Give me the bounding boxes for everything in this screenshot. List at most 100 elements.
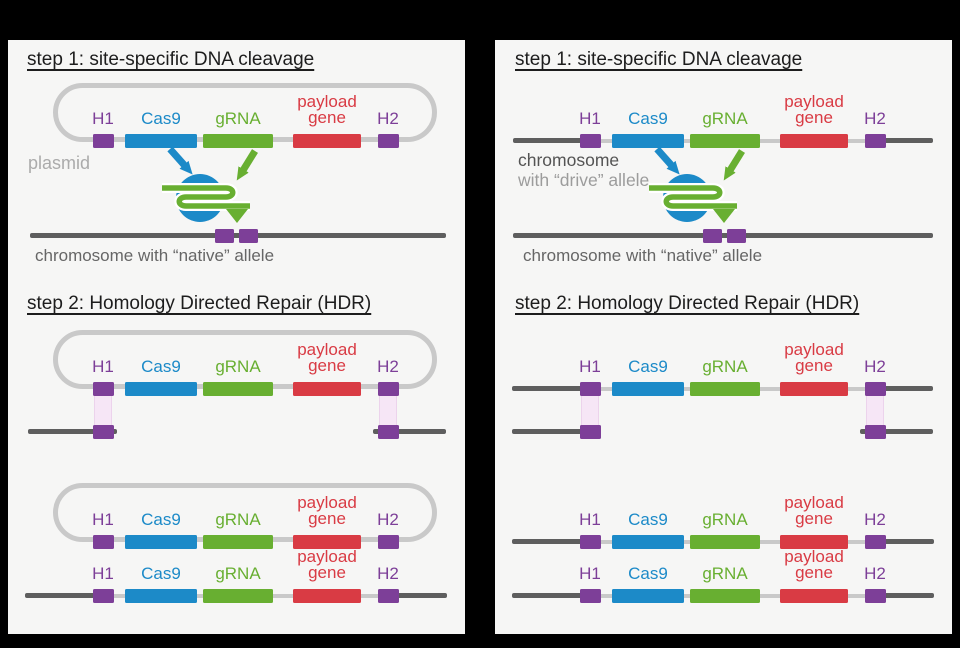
h2-label: H2 [377,510,399,529]
cas9-block [125,589,197,603]
grna-block [203,589,273,603]
cas9-label: Cas9 [141,510,181,529]
grna-block [690,134,760,148]
grna-label: gRNA [215,357,261,376]
h1-label: H1 [579,109,601,128]
chromosome-line [373,429,446,434]
cas9-label: Cas9 [628,510,668,529]
grna-block [203,134,273,148]
h1-block [93,382,114,396]
cas9-block [612,134,684,148]
chromosome-line [876,539,934,544]
cas9-protein-icon [649,146,745,223]
chromosome-line [30,233,446,238]
chromosome-line [860,429,933,434]
grna-label: gRNA [702,357,748,376]
h2-label: H2 [864,109,886,128]
h1-label: H1 [579,357,601,376]
grna-label: gRNA [702,564,748,583]
h2-block [378,535,399,549]
h2-label: H2 [377,564,399,583]
step1-title: step 1: site-specific DNA cleavage [515,49,803,70]
h1-label: H1 [92,564,114,583]
step2-title: step 2: Homology Directed Repair (HDR) [27,293,372,314]
cas9-label: Cas9 [628,109,668,128]
cleavage-site-triangle-icon [713,209,735,223]
h2-block [378,589,399,603]
cas9-label: Cas9 [141,357,181,376]
h1-label: H1 [92,109,114,128]
grna-label: gRNA [702,510,748,529]
chromosome-line [389,593,447,598]
grna-block [690,535,760,549]
payload-gene-block [780,134,848,148]
cas9-block [125,382,197,396]
h1-stub-block [93,425,114,439]
h1-block [580,589,601,603]
grna-block [203,535,273,549]
h2-label: H2 [864,564,886,583]
h1-block [93,589,114,603]
native-allele-label: chromosome with “native” allele [523,246,763,265]
payload-gene-block [293,382,361,396]
grna-block [690,589,760,603]
chromosome-line [512,539,590,544]
h1-block [93,535,114,549]
payload-gene-block [780,382,848,396]
cas9-arrow-icon [654,146,680,175]
h2-stub-block [378,425,399,439]
native-allele-block [215,229,234,243]
payload-gene-block [780,535,848,549]
h1-stub-block [580,425,601,439]
h2-label: H2 [864,510,886,529]
cas9-arrow-icon [167,146,193,175]
native-allele-block [727,229,746,243]
h2-label: H2 [377,109,399,128]
chromosome-label: chromosome [518,150,620,170]
h2-block [865,589,886,603]
cas9-label: Cas9 [141,564,181,583]
h1-block [93,134,114,148]
grna-block [203,382,273,396]
chromosome-line [512,593,590,598]
cas9-label: Cas9 [141,109,181,128]
cas9-block [125,134,197,148]
h2-label: H2 [864,357,886,376]
chromosome-line [876,386,933,391]
chromosome-line [876,138,933,143]
cas9-protein-icon [162,146,258,223]
grna-block [690,382,760,396]
drive-allele-label: with “drive” allele [518,170,650,190]
chromosome-line [512,386,590,391]
h1-label: H1 [92,357,114,376]
step2-title: step 2: Homology Directed Repair (HDR) [515,293,860,314]
h1-block [580,134,601,148]
chromosome-line [513,138,590,143]
cas9-block [612,535,684,549]
grna-arrow-icon [723,149,745,181]
h2-label: H2 [377,357,399,376]
chromosome-line [25,593,103,598]
h2-block [865,134,886,148]
panel-chromosome-drive: step 1: site-specific DNA cleavage H1 Ca… [495,40,952,634]
payload-gene-block [293,134,361,148]
payload-gene-block [780,589,848,603]
step1-title: step 1: site-specific DNA cleavage [27,49,315,70]
h2-block [378,382,399,396]
grna-label: gRNA [215,564,261,583]
h1-block [580,382,601,396]
payload-gene-block [293,589,361,603]
native-allele-block [239,229,258,243]
h2-block [865,535,886,549]
native-allele-label: chromosome with “native” allele [35,246,275,265]
cas9-block [125,535,197,549]
panel-plasmid-drive: step 1: site-specific DNA cleavage H1 Ca… [8,40,465,634]
h1-label: H1 [579,564,601,583]
cas9-block [612,382,684,396]
